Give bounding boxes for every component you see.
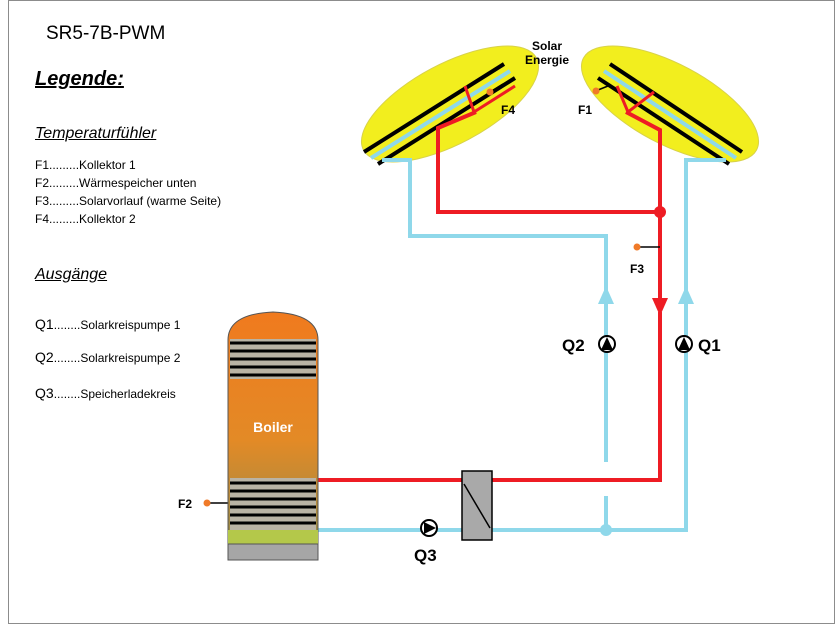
sensor-f2: [203, 499, 228, 507]
boiler-lower-coil: [230, 481, 316, 525]
legend-output-q1: Q1........Solarkreispumpe 1: [35, 316, 180, 332]
cold-flow-arrow-q1: [678, 286, 694, 304]
cold-flow-arrow-q2: [598, 286, 614, 304]
solar-label-line1: Solar: [532, 39, 562, 53]
collector-2-panel-cold: [369, 69, 512, 160]
sensor-f3-dot: [633, 243, 641, 251]
collector-2-panel-outer: [362, 62, 506, 154]
legend-label: Solarkreispumpe 2: [80, 351, 181, 365]
legend-label: Speicherladekreis: [80, 387, 176, 401]
sensor-f4: [486, 83, 504, 96]
boiler-label: Boiler: [253, 419, 293, 435]
label-f2: F2: [178, 497, 192, 511]
legend-label: Solarkreispumpe 1: [80, 318, 181, 332]
legend-code: F1: [35, 158, 50, 172]
cold-pipe-collector-2: [382, 158, 608, 300]
pump-q3-triangle: [424, 522, 436, 534]
legend-dots: .........: [49, 194, 80, 208]
legend-dots: ........: [53, 318, 81, 332]
pump-q1-triangle: [678, 337, 690, 350]
legend-dots: .........: [49, 158, 80, 172]
legend-sensor-f2: F2.........Wärmespeicher unten: [35, 176, 196, 190]
legend-label: Kollektor 2: [79, 212, 136, 226]
hot-junction: [654, 206, 666, 218]
collector-1: [580, 45, 760, 166]
legend-dots: .........: [49, 176, 80, 190]
hot-pipe-return: [492, 312, 662, 482]
cold-pipe-collector-1: [684, 158, 726, 300]
outputs-heading: Ausgänge: [35, 266, 108, 283]
label-f4: F4: [501, 103, 515, 117]
sensor-f1-dot: [592, 87, 600, 95]
legend-heading: Legende:: [35, 68, 124, 90]
pump-q1: [675, 335, 693, 353]
cold-pipe-q1: [606, 300, 688, 532]
boiler-upper-coil: [230, 341, 316, 377]
diagram-frame: [8, 0, 835, 624]
pump-q3: [420, 519, 438, 537]
legend-label: Kollektor 1: [79, 158, 136, 172]
legend-sensor-f1: F1.........Kollektor 1: [35, 158, 136, 172]
solar-label-line2: Energie: [525, 53, 569, 67]
legend-code: Q2: [35, 349, 54, 365]
legend-label: Solarvorlauf (warme Seite): [79, 194, 222, 208]
hot-circuit: [314, 110, 662, 482]
legend-dots: ........: [53, 387, 81, 401]
collector-2-halo: [360, 45, 540, 163]
label-q2: Q2: [562, 336, 585, 355]
collector-1-panel-outer: [608, 62, 744, 154]
legend-code: F3: [35, 194, 50, 208]
page-title: SR5-7B-PWM: [46, 23, 166, 44]
sensor-f4-dot: [486, 88, 494, 96]
label-f1: F1: [578, 103, 592, 117]
legend-code: F4: [35, 212, 50, 226]
legend-label: Wärmespeicher unten: [79, 176, 197, 190]
pump-q2-triangle: [601, 337, 613, 350]
cold-circuit: [314, 158, 726, 532]
sensor-f1-lead: [597, 85, 609, 91]
collector-1-panel-cold: [602, 69, 738, 160]
hot-flow-arrow: [652, 298, 668, 316]
label-f3: F3: [630, 262, 644, 276]
hot-pipe-collector-2: [436, 110, 660, 214]
legend-dots: ........: [53, 351, 81, 365]
sensor-f2-dot: [203, 499, 211, 507]
title-box: [30, 16, 240, 56]
heat-exchanger: [461, 470, 493, 541]
label-q1: Q1: [698, 336, 721, 355]
legend-code: Q3: [35, 385, 54, 401]
hot-pipe-collector-1: [625, 110, 662, 300]
pump-q2: [598, 335, 616, 353]
legend-output-q3: Q3........Speicherladekreis: [35, 385, 176, 401]
heat-exchanger-diagonal: [463, 483, 491, 529]
legend-code: F2: [35, 176, 50, 190]
legend-sensor-f3: F3.........Solarvorlauf (warme Seite): [35, 194, 221, 208]
sensor-f3: [633, 243, 660, 251]
legend-output-q2: Q2........Solarkreispumpe 2: [35, 349, 180, 365]
sensor-f1: [592, 85, 609, 95]
legend-dots: .........: [49, 212, 80, 226]
collector-2: [360, 45, 540, 166]
legend-code: Q1: [35, 316, 54, 332]
boiler-lower-coil-bg: [230, 478, 316, 530]
boiler-foot: [227, 543, 319, 561]
sensors-heading: Temperaturfühler: [35, 125, 157, 142]
boiler-base-band: [228, 530, 318, 544]
legend-sensor-f4: F4.........Kollektor 2: [35, 212, 136, 226]
cold-junction: [600, 524, 612, 536]
label-q3: Q3: [414, 546, 437, 565]
boiler: Boiler: [227, 311, 319, 561]
